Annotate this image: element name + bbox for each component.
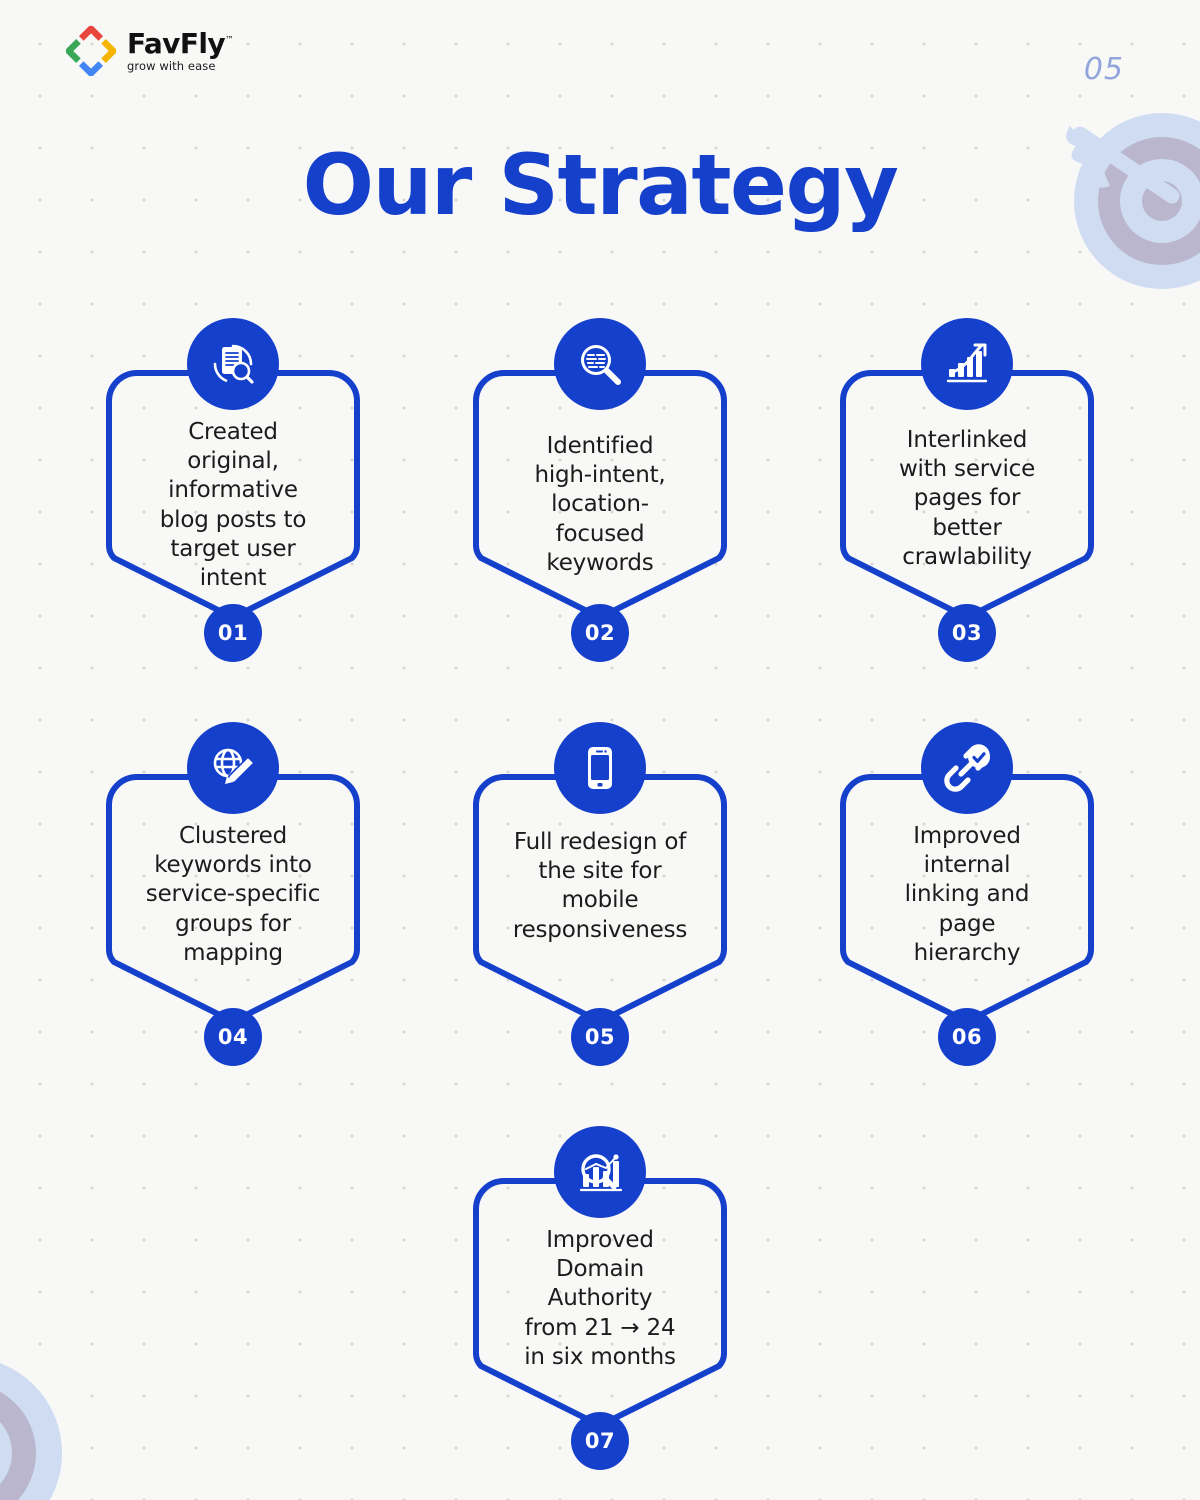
link-check-icon — [944, 744, 990, 792]
card-text: Created original, informative blog posts… — [159, 419, 307, 592]
strategy-cards-grid: Created original, informative blog posts… — [0, 318, 1200, 1476]
cards-row-2: Clustered keywords into service-specific… — [0, 722, 1200, 1072]
brand-tagline: grow with ease — [127, 58, 216, 73]
page-title: Our Strategy — [302, 136, 899, 234]
brand-name: FavFly™ — [127, 26, 235, 60]
card-icon-badge — [554, 722, 646, 814]
card-text: Improved internal linking and page hiera… — [904, 823, 1030, 966]
card-number-badge: 07 — [571, 1412, 629, 1470]
brand-wordmark: FavFly™ grow with ease — [127, 26, 235, 73]
favfly-diamond-logo-icon — [66, 26, 116, 76]
strategy-card-07[interactable]: Improved Domain Authority from 21 → 24 i… — [473, 1126, 727, 1476]
card-text: Interlinked with service pages for bette… — [898, 427, 1036, 570]
strategy-card-01[interactable]: Created original, informative blog posts… — [106, 318, 360, 668]
card-text: Clustered keywords into service-specific… — [145, 823, 321, 966]
card-icon-badge — [921, 722, 1013, 814]
trademark-symbol: ™ — [225, 35, 235, 46]
strategy-card-04[interactable]: Clustered keywords into service-specific… — [106, 722, 360, 1072]
card-number-badge: 02 — [571, 604, 629, 662]
strategy-card-02[interactable]: Identified high-intent, location- focuse… — [473, 318, 727, 668]
card-icon-badge — [187, 722, 279, 814]
card-text: Full redesign of the site for mobile res… — [512, 829, 688, 943]
brand-logo[interactable]: FavFly™ grow with ease — [66, 26, 234, 76]
card-text: Improved Domain Authority from 21 → 24 i… — [524, 1227, 676, 1370]
card-number-badge: 01 — [204, 604, 262, 662]
page-number: 05 — [1083, 52, 1124, 87]
cards-row-1: Created original, informative blog posts… — [0, 318, 1200, 668]
card-number-badge: 04 — [204, 1008, 262, 1066]
card-number-badge: 06 — [938, 1008, 996, 1066]
strategy-card-06[interactable]: Improved internal linking and page hiera… — [840, 722, 1094, 1072]
document-search-icon — [213, 344, 254, 384]
mobile-phone-icon — [588, 747, 612, 789]
strategy-card-03[interactable]: Interlinked with service pages for bette… — [840, 318, 1094, 668]
card-icon-badge — [554, 318, 646, 410]
strategy-card-05[interactable]: Full redesign of the site for mobile res… — [473, 722, 727, 1072]
card-icon-badge — [921, 318, 1013, 410]
card-text: Identified high-intent, location- focuse… — [534, 433, 666, 576]
card-icon-badge — [187, 318, 279, 410]
growth-chart-arrow-icon — [946, 343, 988, 383]
card-icon-badge — [554, 1126, 646, 1218]
card-number-badge: 05 — [571, 1008, 629, 1066]
globe-pencil-icon — [213, 748, 255, 785]
cards-row-3: Improved Domain Authority from 21 → 24 i… — [0, 1126, 1200, 1476]
keyword-magnifier-icon — [581, 345, 621, 385]
analytics-search-icon — [579, 1154, 623, 1192]
card-number-badge: 03 — [938, 604, 996, 662]
